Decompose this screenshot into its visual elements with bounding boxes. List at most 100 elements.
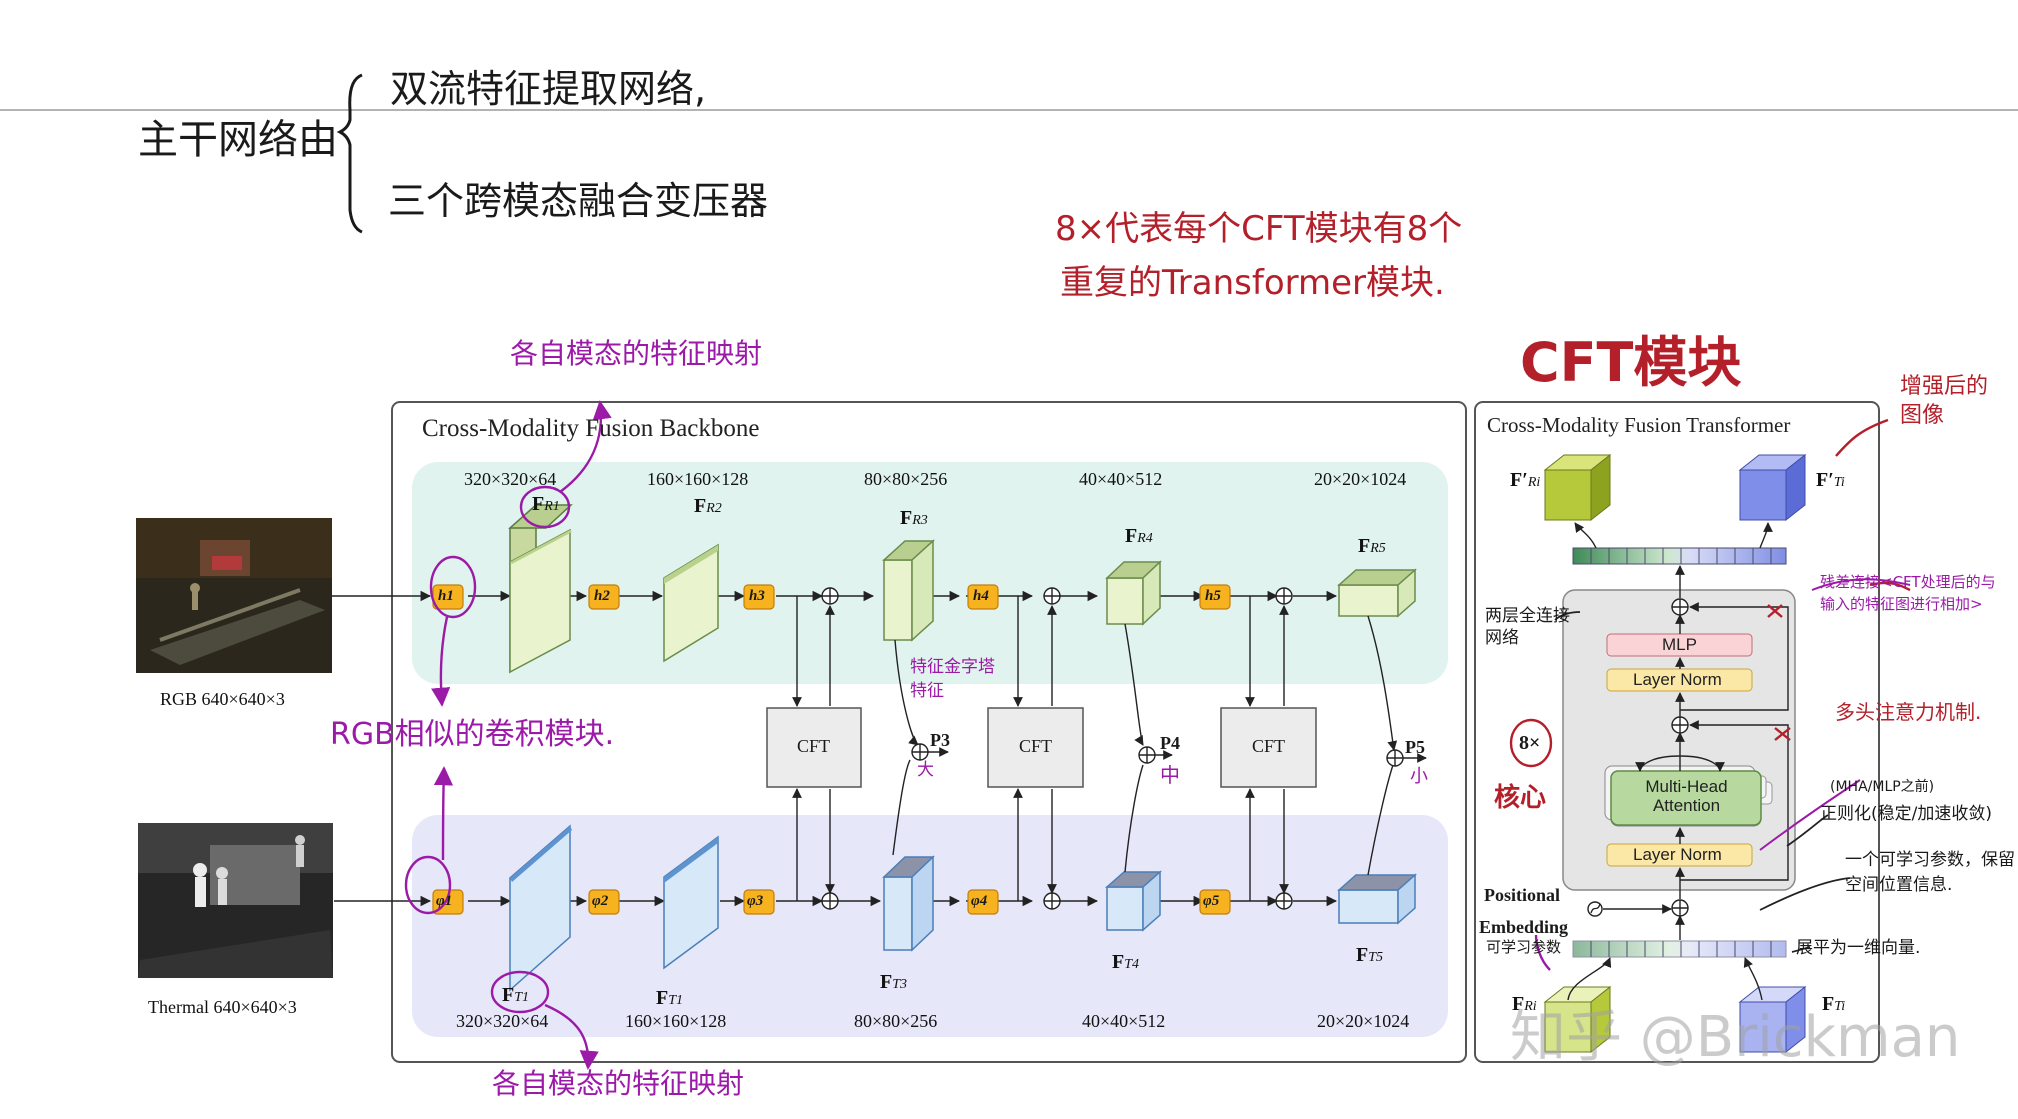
repeat-label: 8× [1519,732,1541,754]
rgb-feature-label-4: FR4 [1125,525,1153,547]
thermal-feature-map-3 [882,855,935,952]
transformer-title: Cross-Modality Fusion Transformer [1487,413,1791,437]
thermal-feature-label-1: FT1 [502,984,530,1006]
rgb-op-4: h4 [973,588,989,604]
output-token-strip [1572,547,1787,565]
purple-right-annotations [1759,578,1911,851]
rgb-feature-map-4 [1105,560,1162,626]
note-norm-b: 正则化(稳定/加速收敛) [1820,804,1992,824]
cft-block-1 [766,707,862,788]
thermal-feature-label-4: FT4 [1112,951,1140,973]
note-p4-size: 中 [1160,763,1180,787]
out-thermal-label: F′Ti [1816,469,1845,491]
note-item-1: 双流特征提取网络, [390,67,707,111]
note-flatten-b: 展平为一维向量. [1796,938,1921,958]
cft-block-2 [987,707,1084,788]
rgb-output-cube [1543,453,1612,522]
rgb-dim-1: 320×320×64 [464,469,557,489]
note-attention: 多头注意力机制. [1835,700,1982,724]
layer-norm-top-label: Layer Norm [1633,670,1722,689]
thermal-op-3: φ3 [747,893,764,909]
embedding-label: Embedding [1479,917,1569,937]
backbone-title: Cross-Modality Fusion Backbone [422,415,760,442]
thermal-dim-1: 320×320×64 [456,1011,549,1031]
note-p5-size: 小 [1410,766,1428,787]
rgb-dim-2: 160×160×128 [647,469,749,489]
thermal-input-image [138,823,333,978]
transformer-flow [1567,522,1789,1001]
thermal-op-2: φ2 [592,893,609,909]
note-flatten-a: 可学习参数 [1486,938,1562,956]
thermal-feature-map-1 [509,824,572,992]
rgb-op-boxes [432,584,1231,610]
thermal-feature-map-5 [1337,873,1417,925]
thermal-feature-label-3: FT3 [880,971,908,993]
rgb-dim-5: 20×20×1024 [1314,469,1407,489]
rgb-dim-3: 80×80×256 [864,469,948,489]
thermal-dim-3: 80×80×256 [854,1011,938,1031]
cft-block-3 [1220,707,1317,788]
purple-annotations [404,400,1551,1070]
rgb-input-image [136,518,332,673]
rgb-feature-map-1-slab [509,528,572,674]
input-token-strip [1572,940,1787,958]
thermal-op-boxes [432,889,1231,915]
out-rgb-label: F′Ri [1510,469,1541,491]
rgb-dim-4: 40×40×512 [1079,469,1163,489]
thermal-caption: Thermal 640×640×3 [148,997,297,1017]
rgb-caption: RGB 640×640×3 [160,689,285,709]
output-p3: P3 [930,730,950,750]
note-cft-title: CFT模块 [1520,331,1742,394]
thermal-feature-label-2: FT1 [656,987,684,1009]
in-rgb-label: FRi [1512,993,1537,1015]
thermal-input-cube [1738,985,1807,1054]
rgb-op-3: h3 [749,588,765,604]
rgb-feature-label-5: FR5 [1358,535,1386,557]
note-norm-a: (MHA/MLP之前) [1830,779,1935,795]
brace-mark [336,73,363,234]
note-positional: 一个可学习参数，保留空间位置信息. [1845,850,2015,895]
rgb-input-cube [1543,985,1612,1054]
in-thermal-label: FTi [1822,993,1846,1015]
attention-block [1610,770,1762,826]
output-p4: P4 [1160,733,1180,753]
watermark: 知乎 @Brickman [1510,1005,1961,1070]
rgb-op-1: h1 [438,588,454,604]
layer-norm-bottom-label: Layer Norm [1633,845,1722,864]
positional-label: Positional [1484,885,1561,905]
note-bottom-projection: 各自模态的特征映射 [492,1067,745,1100]
attention-label: Multi-Head Attention [1645,777,1728,815]
note-brace-label: 主干网络由 [138,117,338,163]
cft-label-2: CFT [1019,736,1053,756]
rgb-feature-map-5 [1337,568,1417,618]
thermal-output-cube [1738,453,1807,522]
note-residual: 残差连接<CFT处理后的与输入的特征图进行相加> [1820,573,1996,613]
red-annotations [1509,418,1911,768]
cft-label-3: CFT [1252,736,1286,756]
mlp-label: MLP [1662,635,1697,654]
note-mlp: 两层全连接网络 [1485,606,1570,649]
thermal-feature-map-4 [1105,870,1162,932]
thermal-dim-4: 40×40×512 [1082,1011,1166,1031]
rgb-feature-label-1: FR1 [532,493,560,515]
cft-label-1: CFT [797,736,831,756]
cft-connections [792,596,1427,901]
rgb-feature-map-2 [663,543,719,663]
rgb-feature-label-3: FR3 [900,507,928,529]
black-right-annotations [1554,611,1851,953]
note-rgb-conv: RGB相似的卷积模块. [330,717,615,752]
thermal-op-4: φ4 [971,893,988,909]
note-enhanced: 增强后的图像 [1900,374,1989,428]
note-red-line-1: 8×代表每个CFT模块有8个 [1055,209,1463,249]
rgb-op-2: h2 [594,588,610,604]
rgb-op-5: h5 [1205,588,1221,604]
thermal-feature-map-2 [663,835,719,970]
thermal-op-5: φ5 [1203,893,1220,909]
thermal-op-1: φ1 [436,893,453,909]
output-p5: P5 [1405,737,1425,757]
note-item-2: 三个跨模态融合变压器 [388,179,769,223]
thermal-feature-label-5: FT5 [1356,944,1384,966]
thermal-dim-5: 20×20×1024 [1317,1011,1410,1031]
